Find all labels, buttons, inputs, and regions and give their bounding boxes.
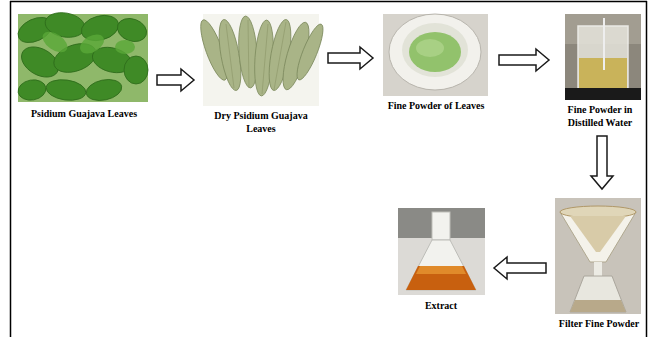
step-caption: Psidium Guajava Leaves — [18, 104, 150, 121]
beaker-photo — [565, 14, 641, 100]
step-caption: Filter Fine Powder — [553, 314, 645, 331]
step-caption: Fine Powder in Distilled Water — [556, 100, 644, 129]
frame — [10, 1, 647, 337]
process-step: Fine Powder of Leaves — [380, 14, 492, 113]
step-caption: Dry Psidium Guajava Leaves — [201, 106, 321, 135]
step-caption: Fine Powder of Leaves — [380, 96, 492, 113]
block-arrow — [494, 257, 546, 279]
process-step: Fine Powder in Distilled Water — [556, 14, 644, 129]
filter-funnel-photo — [555, 198, 641, 314]
process-step: Psidium Guajava Leaves — [18, 14, 150, 121]
process-step: Extract — [395, 206, 487, 313]
block-arrow — [157, 69, 194, 91]
powder-mortar-photo — [383, 14, 488, 96]
step-caption: Extract — [395, 296, 487, 313]
fresh-leaves-photo — [14, 10, 150, 104]
process-step: Filter Fine Powder — [553, 196, 645, 331]
extract-flask-photo — [398, 208, 485, 295]
block-arrow — [499, 49, 549, 71]
block-arrow — [328, 47, 373, 69]
dry-leaves-photo — [196, 14, 328, 106]
block-arrow — [591, 136, 613, 189]
process-step: Dry Psidium Guajava Leaves — [201, 14, 321, 135]
